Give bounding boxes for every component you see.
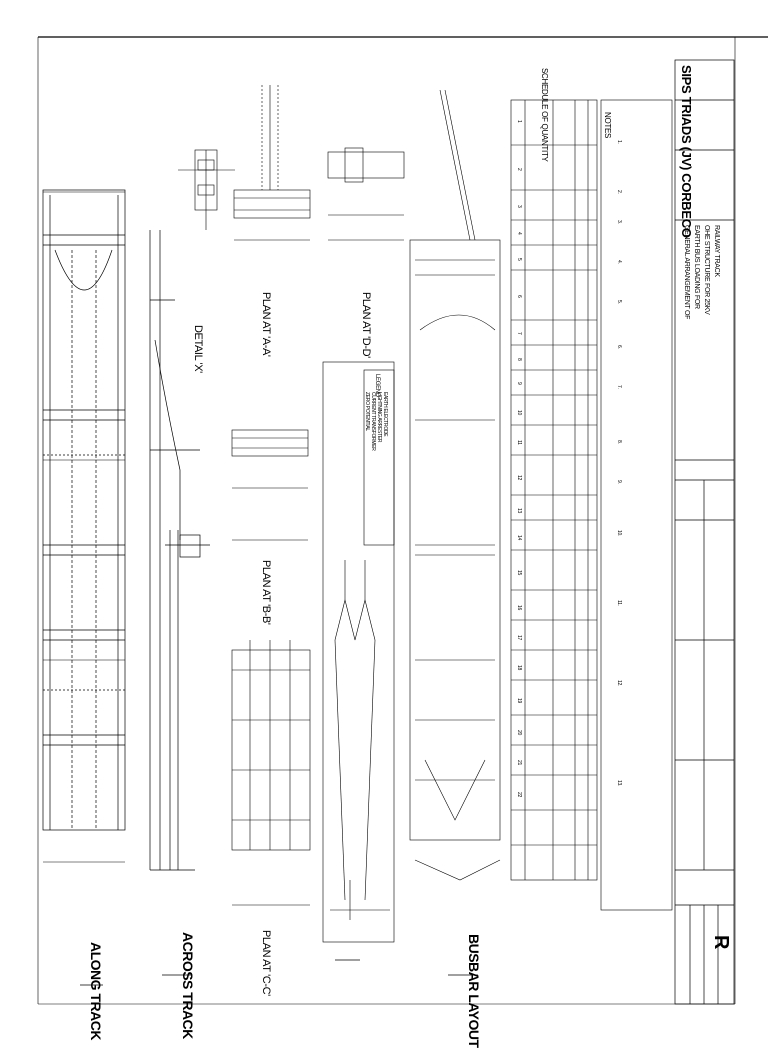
schedule-row-number: 7 bbox=[516, 332, 522, 335]
ga-line-4: RAILWAY TRACK bbox=[713, 225, 720, 277]
schedule-row-number: 9 bbox=[516, 382, 522, 385]
plan-d-d bbox=[327, 147, 405, 241]
plan-a-a-label: PLAN AT 'A-A' bbox=[260, 292, 272, 357]
plan-d-d-label: PLAN AT 'D-D' bbox=[360, 292, 372, 358]
schedule-row-number: 15 bbox=[516, 570, 522, 575]
revision-letter: R bbox=[710, 935, 732, 950]
note-item: 2. bbox=[616, 190, 622, 194]
note-item: 4. bbox=[616, 260, 622, 264]
note-item: 3. bbox=[616, 220, 622, 224]
plan-c-c bbox=[231, 640, 311, 906]
schedule-title: SCHEDULE OF QUANTITY bbox=[540, 68, 549, 162]
notes-title: NOTES bbox=[603, 112, 612, 139]
ga-line-1: GENERAL ARRANGEMENT OF bbox=[683, 225, 690, 320]
schedule-row-number: 16 bbox=[516, 605, 522, 610]
busbar-layout-title: BUSBAR LAYOUT bbox=[466, 934, 482, 1048]
schedule-row-number: 17 bbox=[516, 635, 522, 640]
title-block bbox=[674, 59, 735, 1005]
schedule-row-number: 8 bbox=[516, 358, 522, 361]
schedule-row-number: 10 bbox=[516, 410, 522, 415]
schedule-row-number: 13 bbox=[516, 508, 522, 513]
schedule-table bbox=[510, 99, 598, 881]
schedule-row-number: 21 bbox=[516, 760, 522, 765]
plan-b-b-label: PLAN AT 'B-B' bbox=[260, 560, 272, 625]
schedule-row-number: 3 bbox=[516, 205, 522, 208]
schedule-row-number: 5 bbox=[516, 258, 522, 261]
drawing-sheet: ALONG TRACK ACROSS TRACK BUSBAR LAYOUT P… bbox=[37, 36, 768, 1048]
company-name: SIPS TRIADS (JV) CORBECO bbox=[679, 65, 694, 238]
schedule-row-number: 1 bbox=[516, 120, 522, 123]
note-item: 9. bbox=[616, 480, 622, 484]
note-item: 13. bbox=[616, 780, 622, 787]
legend-schematic bbox=[322, 361, 395, 943]
plan-c-c-label: PLAN AT 'C-C' bbox=[260, 930, 272, 996]
along-track-view bbox=[42, 189, 126, 831]
across-track-title: ACROSS TRACK bbox=[180, 932, 196, 1039]
along-track-title: ALONG TRACK bbox=[88, 942, 104, 1040]
note-item: 8. bbox=[616, 440, 622, 444]
detail-x bbox=[178, 149, 235, 230]
schedule-row-number: 2 bbox=[516, 168, 522, 171]
schedule-row-number: 6 bbox=[516, 295, 522, 298]
notes-box bbox=[600, 99, 673, 911]
ga-line-2: EARTH BUS LOADING FOR bbox=[693, 225, 700, 309]
schedule-row-number: 20 bbox=[516, 730, 522, 735]
legend-item-4: EARTH ELECTRODE bbox=[382, 392, 388, 437]
along-track-dims bbox=[43, 191, 125, 863]
note-item: 5. bbox=[616, 300, 622, 304]
schedule-row-number: 18 bbox=[516, 665, 522, 670]
detail-x-label: DETAIL 'X' bbox=[192, 325, 204, 373]
ga-line-3: OHE STRUCTURE FOR 25KV bbox=[703, 225, 710, 315]
schedule-row-number: 14 bbox=[516, 535, 522, 540]
note-item: 10. bbox=[616, 530, 622, 537]
note-item: 1. bbox=[616, 140, 622, 144]
across-track-view bbox=[149, 230, 210, 871]
note-item: 6. bbox=[616, 345, 622, 349]
note-item: 12. bbox=[616, 680, 622, 687]
schedule-row-number: 11 bbox=[516, 440, 522, 445]
busbar-layout bbox=[409, 89, 501, 881]
schedule-row-number: 12 bbox=[516, 475, 522, 480]
schedule-row-number: 19 bbox=[516, 698, 522, 703]
note-item: 7. bbox=[616, 385, 622, 389]
plan-a-a bbox=[233, 85, 311, 241]
schedule-row-number: 22 bbox=[516, 792, 522, 797]
schedule-row-number: 4 bbox=[516, 232, 522, 235]
plan-b-b bbox=[231, 429, 309, 541]
cad-drawing bbox=[37, 36, 768, 1005]
note-item: 11. bbox=[616, 600, 622, 606]
